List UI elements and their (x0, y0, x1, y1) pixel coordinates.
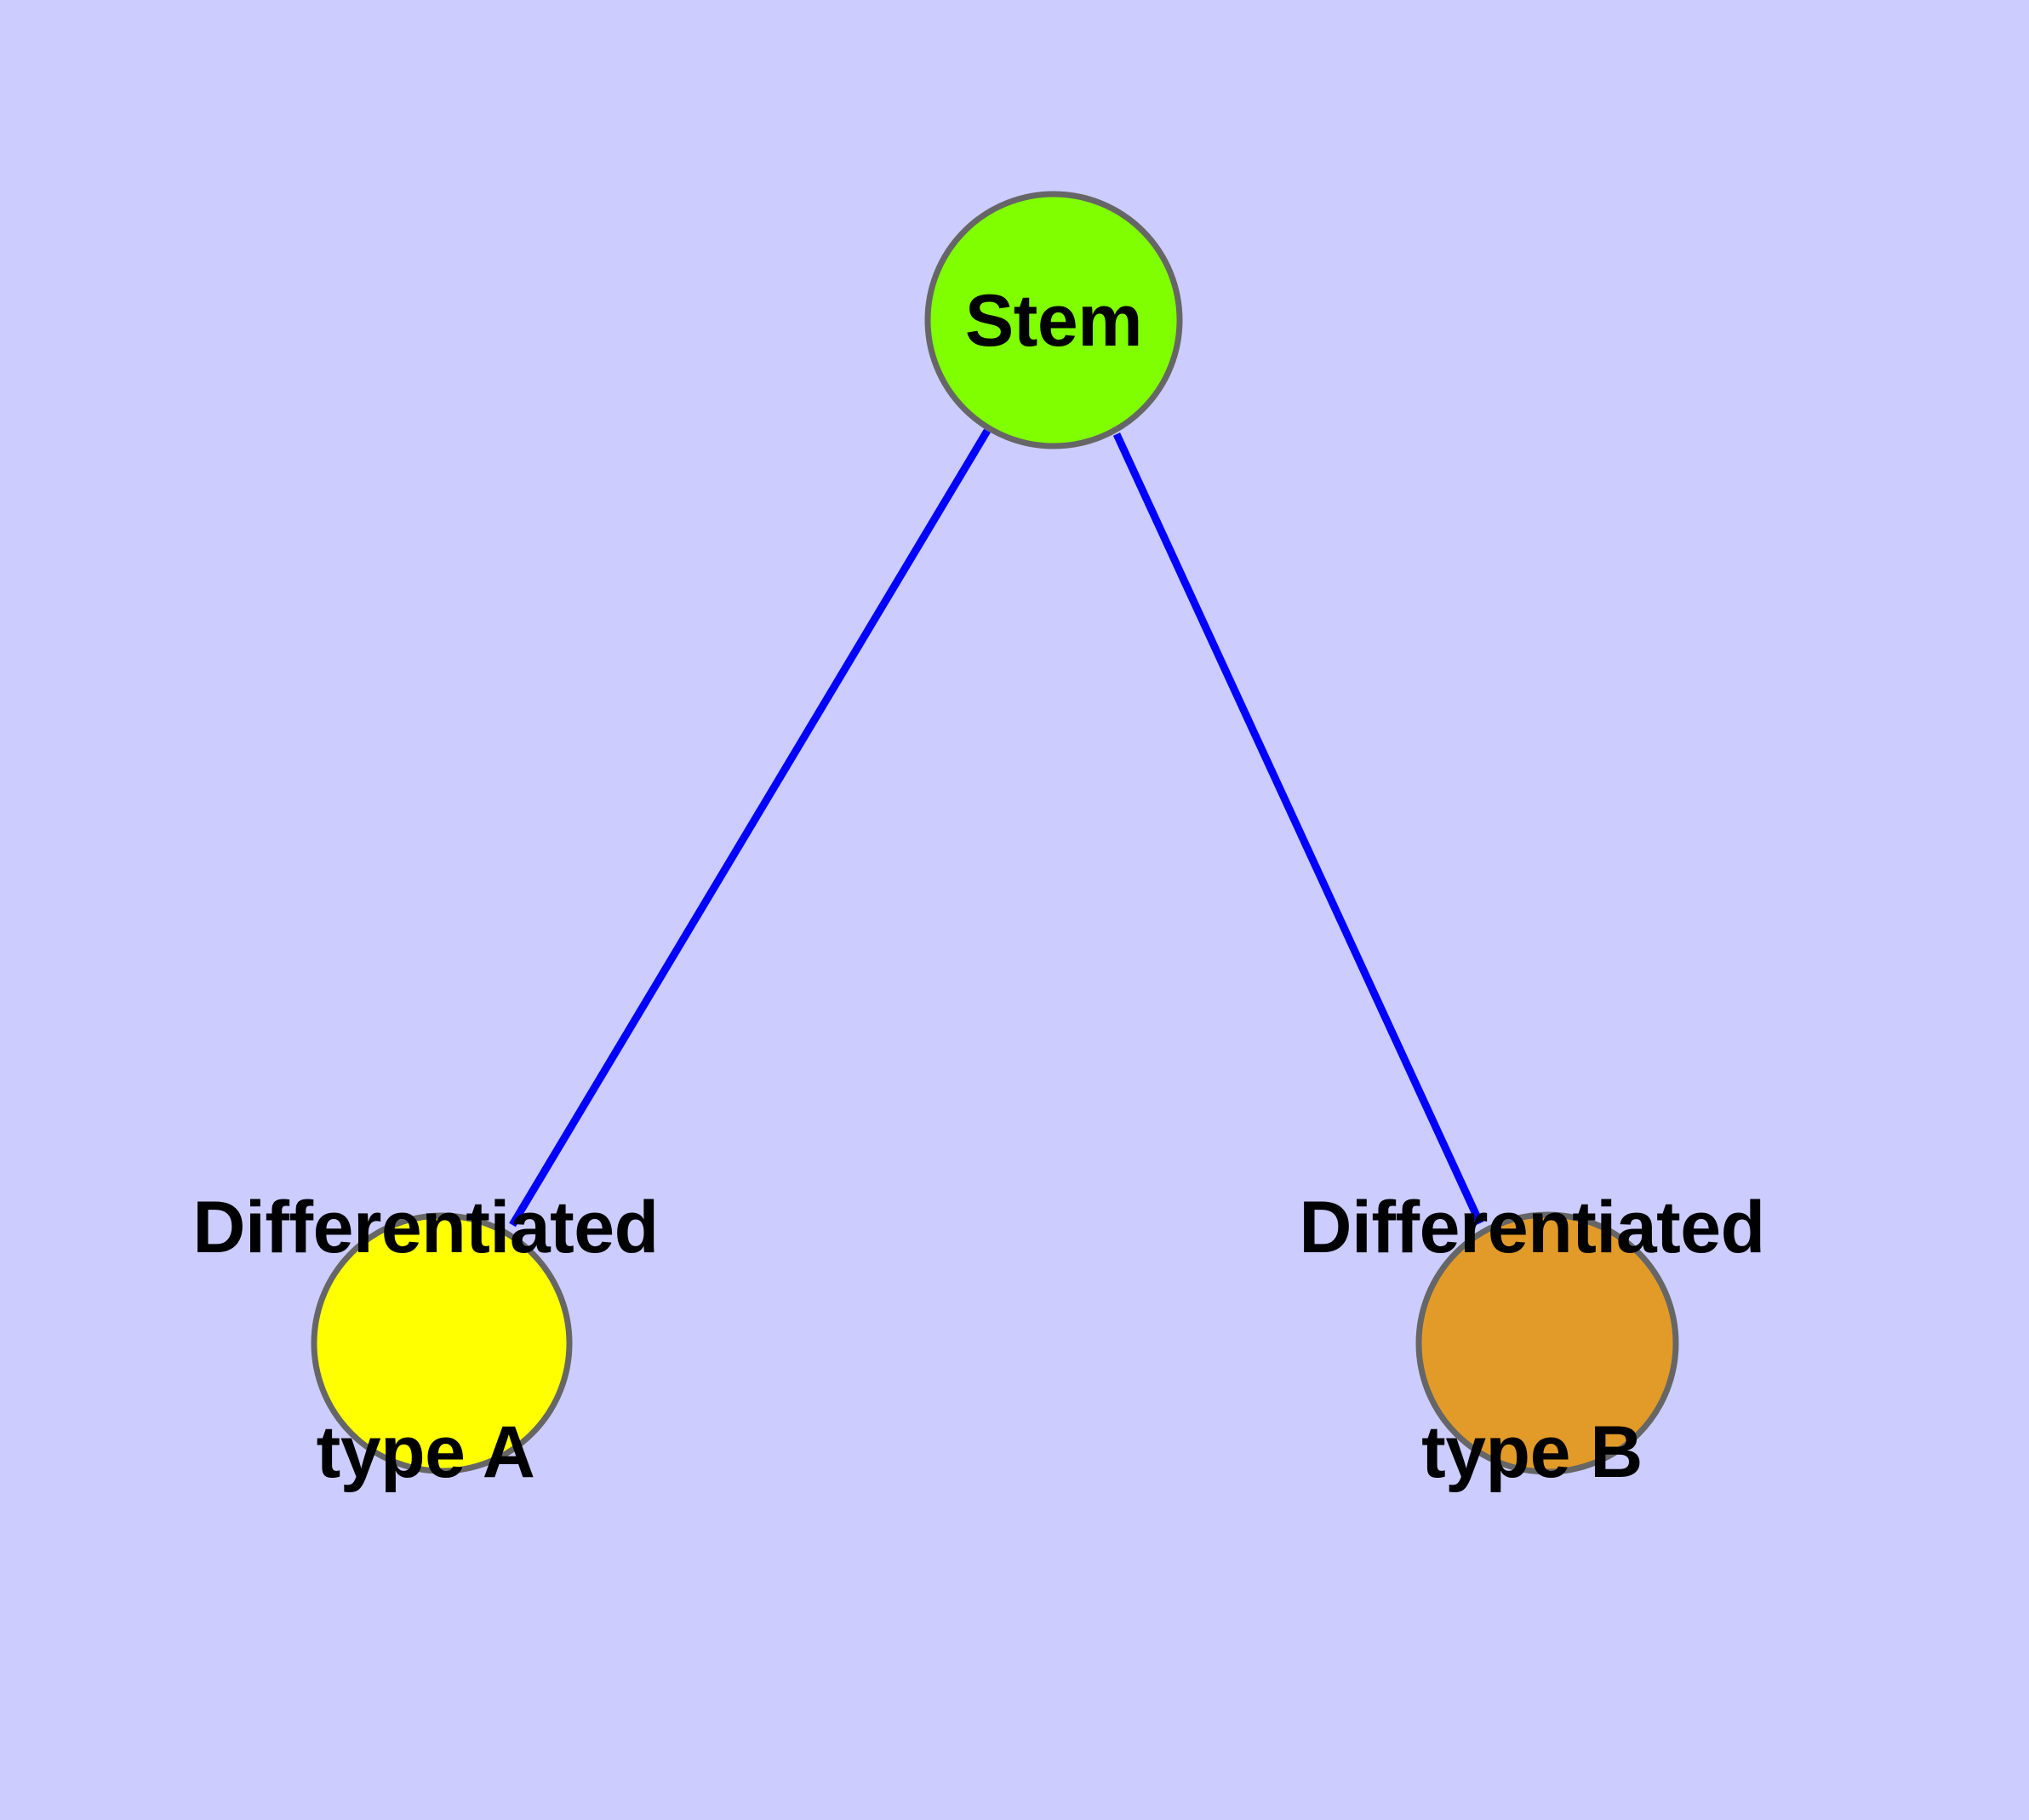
node-differentiated-type-b[interactable] (1415, 1211, 1679, 1475)
edge-layer (509, 428, 1484, 1228)
edge-stem-to-differentiated-type-b[interactable] (1112, 432, 1484, 1225)
node-differentiated-type-a[interactable] (311, 1212, 573, 1474)
edge-stem-to-differentiated-type-a[interactable] (509, 428, 991, 1228)
node-layer (311, 191, 1679, 1475)
node-stem[interactable] (924, 191, 1183, 449)
